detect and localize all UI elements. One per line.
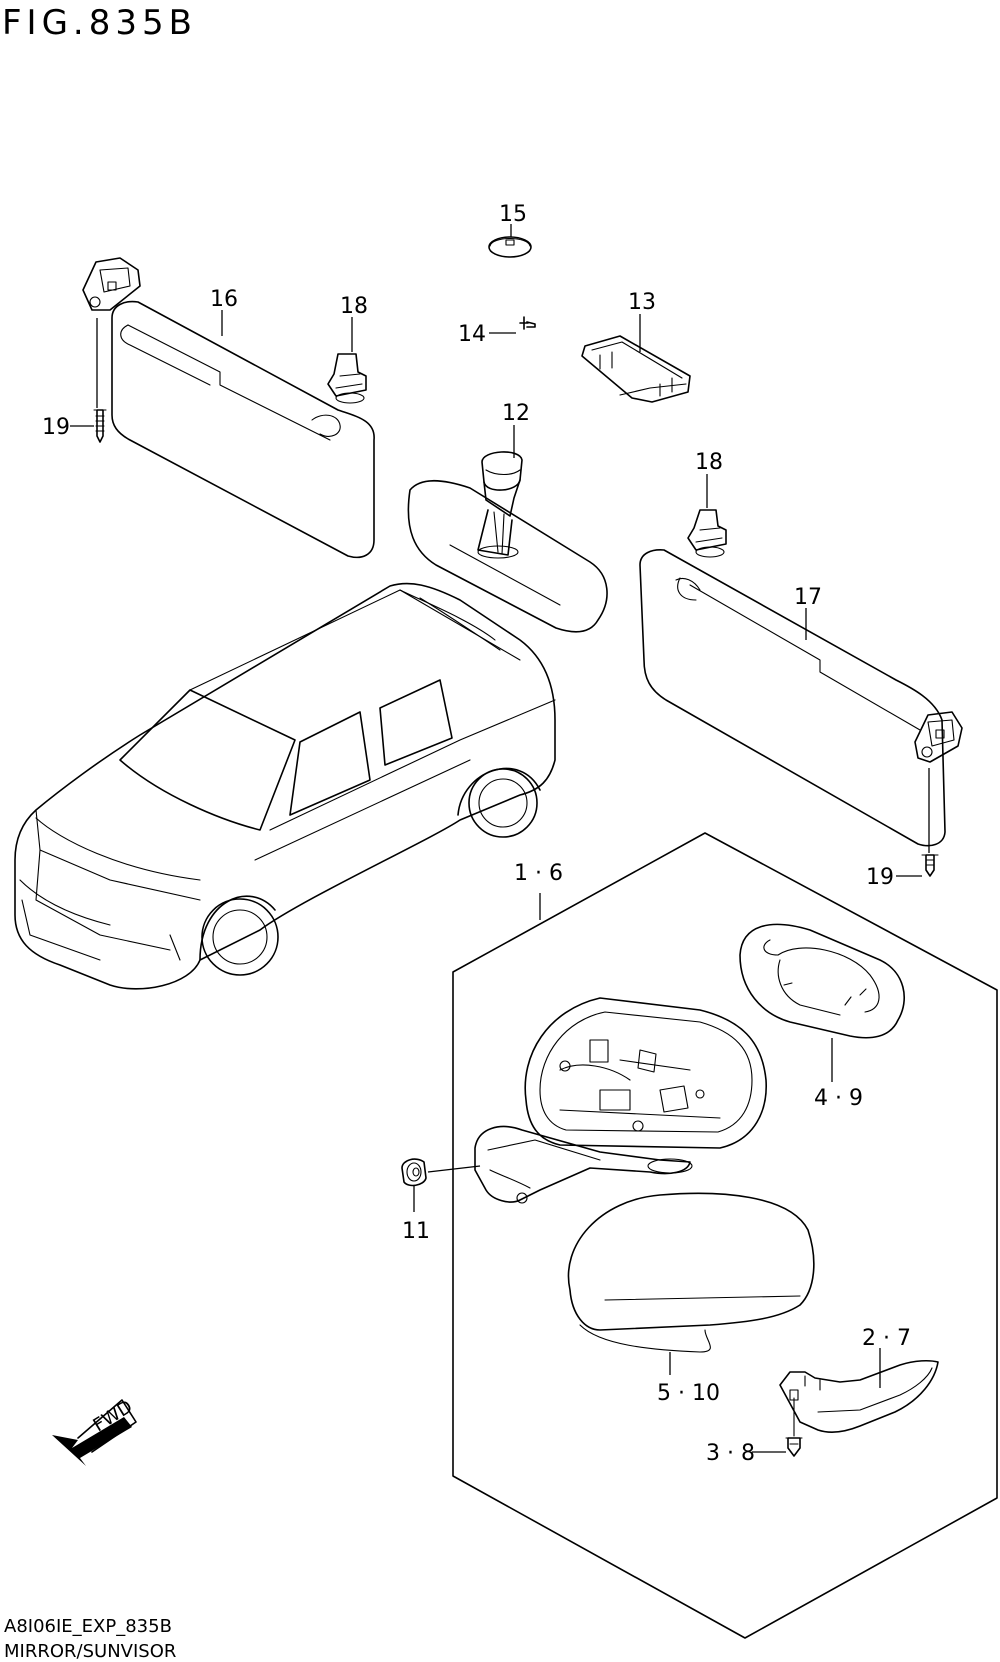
part-16-sunvisor-left <box>82 257 375 559</box>
callout-14: 14 <box>458 322 486 347</box>
callout-11: 11 <box>402 1219 430 1244</box>
assembly-group-outline <box>452 832 998 1639</box>
part-19-screw-left <box>93 409 107 443</box>
part-mirror-housing <box>474 997 767 1204</box>
callout-12: 12 <box>502 401 530 426</box>
figure-caption: MIRROR/SUNVISOR <box>4 1641 176 1662</box>
figure-code: A8I06IE_EXP_835B <box>4 1616 172 1637</box>
part-18-clip-upper <box>327 353 367 404</box>
callout-4-9: 4 · 9 <box>814 1086 863 1111</box>
callout-18-upper: 18 <box>340 294 368 319</box>
callout-13: 13 <box>628 290 656 315</box>
part-3-8-screw <box>785 1397 803 1457</box>
callout-19-left: 19 <box>42 415 70 440</box>
callout-3-8: 3 · 8 <box>706 1441 755 1466</box>
callout-1-6: 1 · 6 <box>514 861 563 886</box>
callout-15: 15 <box>499 202 527 227</box>
figure-title: FIG.835B <box>2 3 197 43</box>
callout-2-7: 2 · 7 <box>862 1326 911 1351</box>
callout-17: 17 <box>794 585 822 610</box>
part-17-sunvisor-right <box>639 549 963 847</box>
part-15-cap <box>488 236 532 258</box>
part-19-screw-right <box>921 854 939 877</box>
callout-16: 16 <box>210 287 238 312</box>
part-13-cover <box>581 335 691 403</box>
callout-19-right: 19 <box>866 865 894 890</box>
part-4-9-mirror-glass <box>739 923 906 1039</box>
callout-18-lower: 18 <box>695 450 723 475</box>
part-11-nut <box>401 1158 427 1187</box>
vehicle-outline <box>14 582 556 990</box>
part-14-screw <box>519 316 536 330</box>
part-12-inner-mirror <box>407 451 608 633</box>
part-5-10-mirror-cover <box>567 1192 815 1353</box>
part-18-clip-lower <box>687 509 727 558</box>
fwd-direction-arrow: FWD <box>52 1396 137 1466</box>
part-2-7-turn-signal <box>779 1359 939 1433</box>
callout-5-10: 5 · 10 <box>657 1381 720 1406</box>
